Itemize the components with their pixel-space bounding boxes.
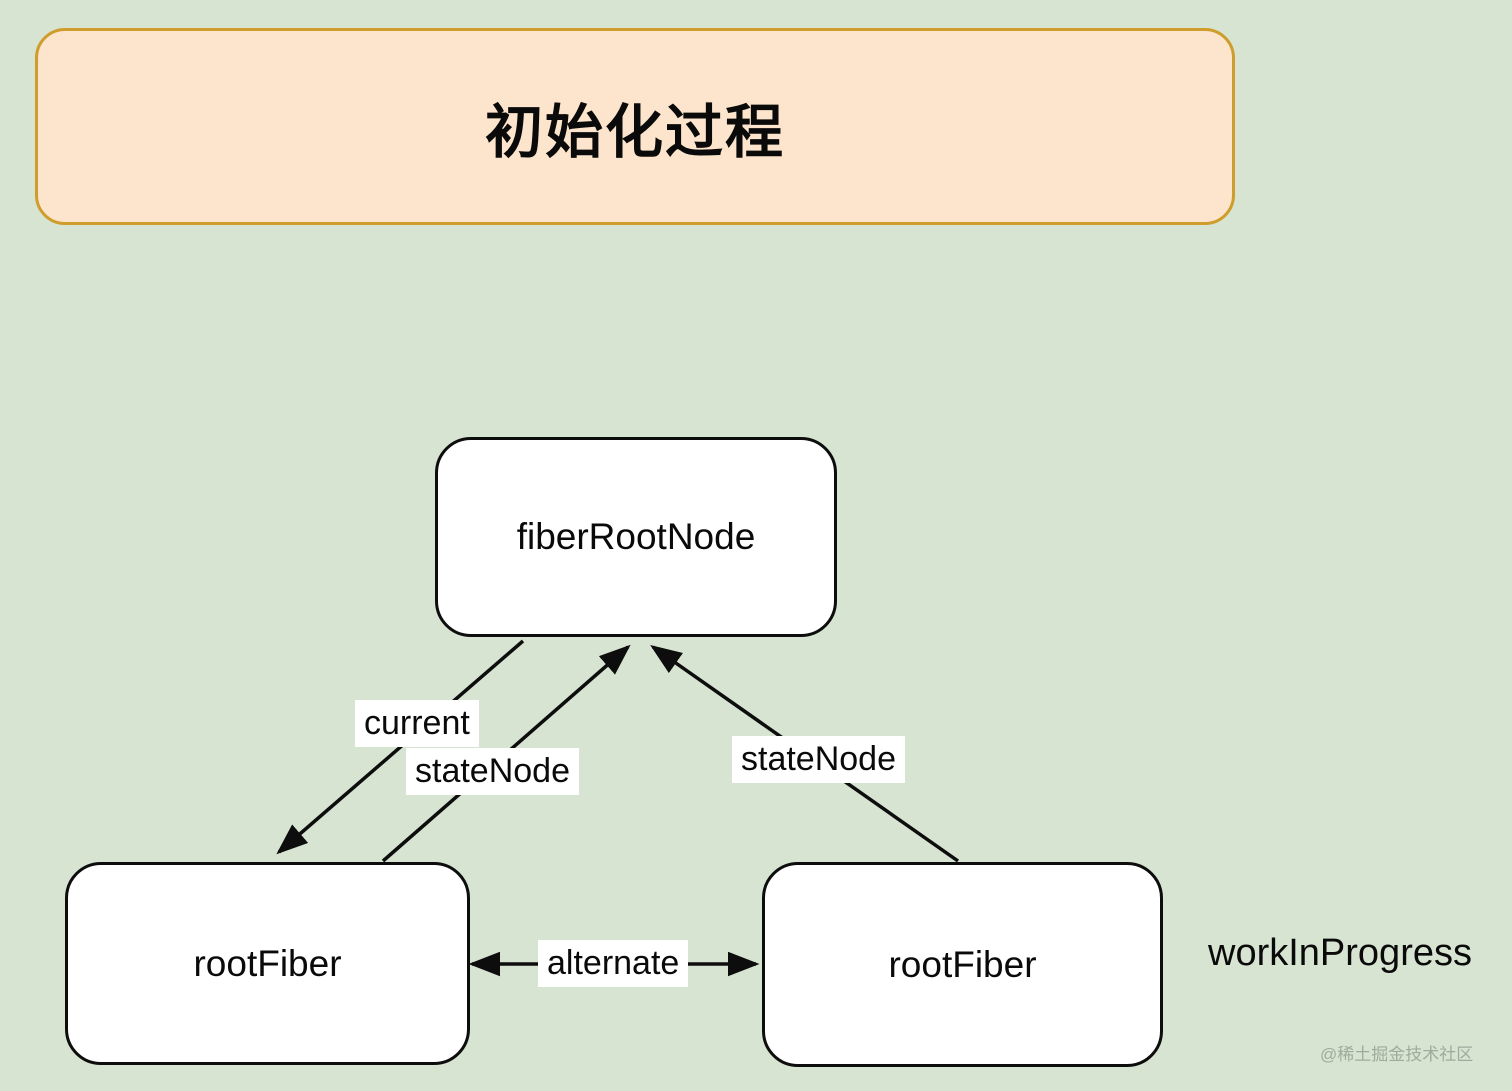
edge-statenode-left-label: stateNode	[406, 748, 579, 795]
title-text: 初始化过程	[484, 99, 785, 165]
title-banner: 初始化过程	[35, 28, 1235, 225]
node-root-fiber-current: rootFiber	[65, 862, 470, 1065]
node-label: rootFiber	[888, 943, 1037, 985]
node-label: rootFiber	[193, 942, 342, 984]
node-root-fiber-work-in-progress: rootFiber	[762, 862, 1163, 1067]
edge-alternate-label: alternate	[538, 940, 689, 987]
edge-statenode-right-label: stateNode	[732, 736, 905, 783]
edge-current-label: current	[355, 700, 479, 747]
node-label: fiberRootNode	[516, 516, 756, 557]
work-in-progress-annotation: workInProgress	[1208, 932, 1472, 974]
watermark-text: @稀土掘金技术社区	[1320, 1045, 1474, 1064]
node-fiber-root-node: fiberRootNode	[435, 437, 837, 637]
